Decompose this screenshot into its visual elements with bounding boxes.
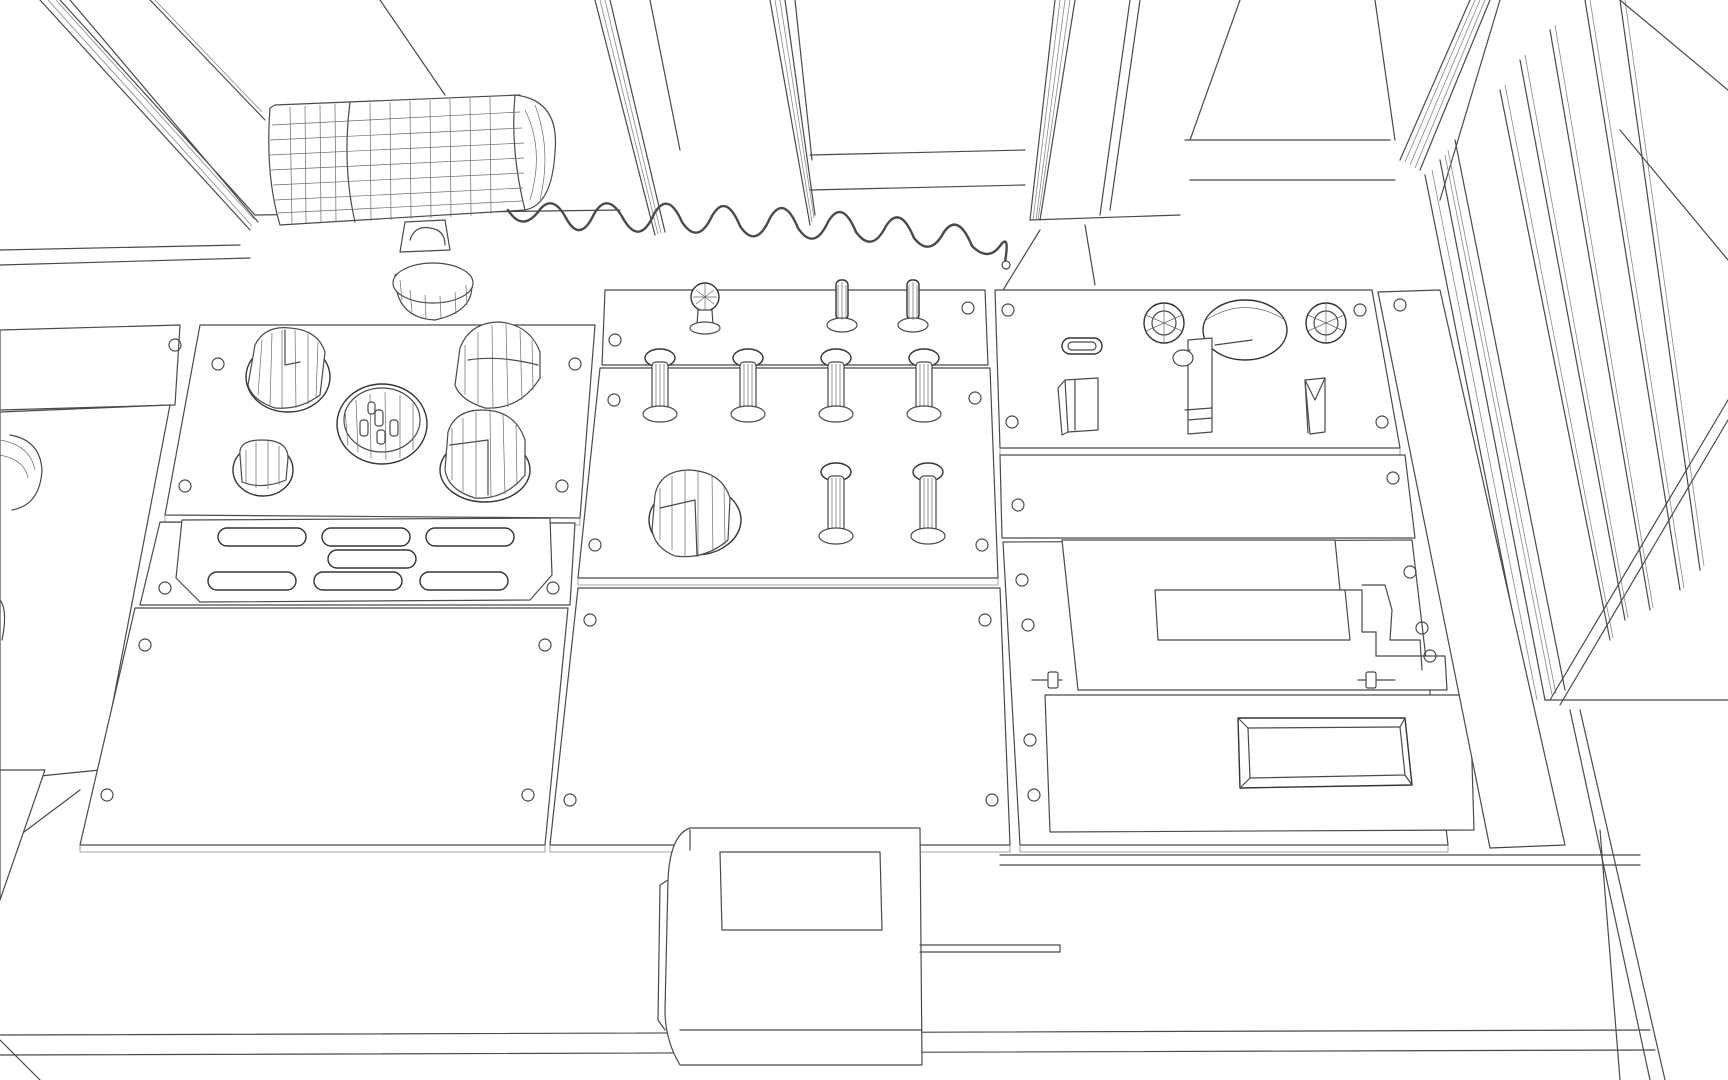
lever-toggle-2[interactable] [898,280,928,332]
switch-panel-center [578,349,998,585]
edge-panel-right [1378,290,1565,848]
bracket-panel-right [1003,540,1518,852]
knurled-knob-1[interactable] [1144,303,1184,343]
selector-knob[interactable] [649,470,741,557]
coiled-cord [508,203,1010,269]
switch-panel-right [995,290,1400,455]
guarded-switch-2[interactable] [1305,378,1325,434]
handheld-microphone [269,95,556,320]
tall-toggle-4[interactable] [907,349,941,422]
multi-pin-connector [337,384,427,464]
guarded-switch-1[interactable] [1058,378,1098,435]
toggle-strip-top [602,280,988,365]
blank-panel-lower-center [550,588,1010,852]
small-knob[interactable] [233,440,293,496]
rotary-knob-2[interactable] [455,322,540,408]
oval-indicator [1062,338,1102,354]
tall-toggle-3[interactable] [819,349,853,422]
knob-panel-left [165,322,595,525]
blank-strip-right [1000,455,1415,538]
rectangular-indicator-window [1238,718,1412,788]
vent-panel [140,518,575,605]
dial-gauge[interactable] [1203,300,1287,360]
rotary-knob-3[interactable] [440,410,530,502]
lever-toggle-1[interactable] [827,280,857,332]
panel-screws [169,339,581,492]
knurled-knob-2[interactable] [1306,303,1346,343]
left-edge-panel [0,325,180,900]
tall-toggle-6[interactable] [911,463,945,544]
foreground-cover-box [658,828,1060,1065]
blank-panel-lower-left [80,608,568,852]
tall-toggle-5[interactable] [819,463,853,544]
rotary-knob-1[interactable] [246,328,330,412]
tall-toggle-2[interactable] [731,349,765,422]
lever-switch[interactable] [1173,338,1212,434]
ball-toggle[interactable] [690,283,720,334]
tall-toggle-1[interactable] [643,349,677,422]
